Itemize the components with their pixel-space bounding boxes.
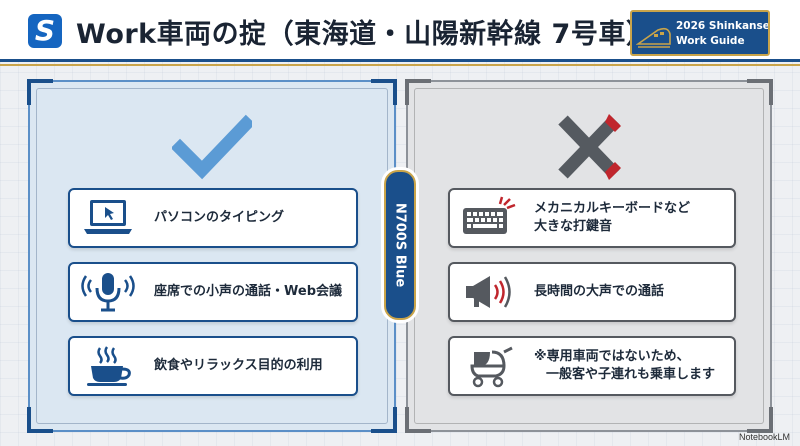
allowed-item-eating: 飲食やリラックス目的の利用 (68, 336, 358, 396)
guide-badge: 2026 Shinkansen Work Guide (630, 10, 770, 56)
keyboard-icon (463, 196, 516, 234)
prohibited-item-label-line1: メカニカルキーボードなど (534, 201, 691, 217)
badge-guide-text: Work Guide (676, 35, 745, 47)
check-mark-icon (172, 114, 252, 180)
allowed-item-label: 座席での小声の通話・Web会議 (154, 284, 342, 300)
prohibited-item-loud-call: 長時間の大声での通話 (448, 262, 736, 322)
train-icon (636, 27, 671, 48)
watermark: NotebookLM (738, 432, 790, 442)
prohibited-item-notice: ※専用車両ではないため、 一般客や子連れも乗車します (448, 336, 736, 396)
prohibited-item-label-line2: 一般客や子連れも乗車します (546, 367, 716, 382)
allowed-item-label: 飲食やリラックス目的の利用 (154, 358, 323, 374)
allowed-item-label: パソコンのタイピング (154, 210, 285, 226)
cross-mark-icon (558, 114, 621, 180)
prohibited-item-label-line2: 大きな打鍵音 (534, 219, 613, 234)
prohibited-item-label-line1: ※専用車両ではないため、 (534, 349, 690, 365)
allowed-panel: パソコンのタイピング 座席での小声の通話・Web会議 飲食やリラックス目的の利用 (27, 79, 397, 433)
stroller-icon (470, 346, 513, 388)
allowed-item-typing: パソコンのタイピング (68, 188, 358, 248)
microphone-icon (81, 273, 135, 312)
prohibited-item-label-line1: 長時間の大声での通話 (534, 284, 665, 300)
laptop-icon (84, 200, 132, 234)
badge-year-text: 2026 Shinkansen (676, 20, 770, 32)
header: S Work車両の掟（東海道・山陽新幹線 7号車） 2026 Shinkanse… (0, 0, 800, 66)
divider-label: N700S Blue (392, 202, 408, 288)
allowed-item-quiet-call: 座席での小声の通話・Web会議 (68, 262, 358, 322)
coffee-cup-icon (87, 346, 131, 386)
prohibited-panel: メカニカルキーボードなど 大きな打鍵音 長時間の大声での通話 ※専用車両ではない… (405, 79, 773, 433)
prohibited-item-keyboard: メカニカルキーボードなど 大きな打鍵音 (448, 188, 736, 248)
page-title: Work車両の掟（東海道・山陽新幹線 7号車） (76, 19, 654, 50)
logo: S (28, 14, 62, 48)
center-divider: N700S Blue (384, 170, 416, 320)
megaphone-icon (466, 276, 511, 308)
